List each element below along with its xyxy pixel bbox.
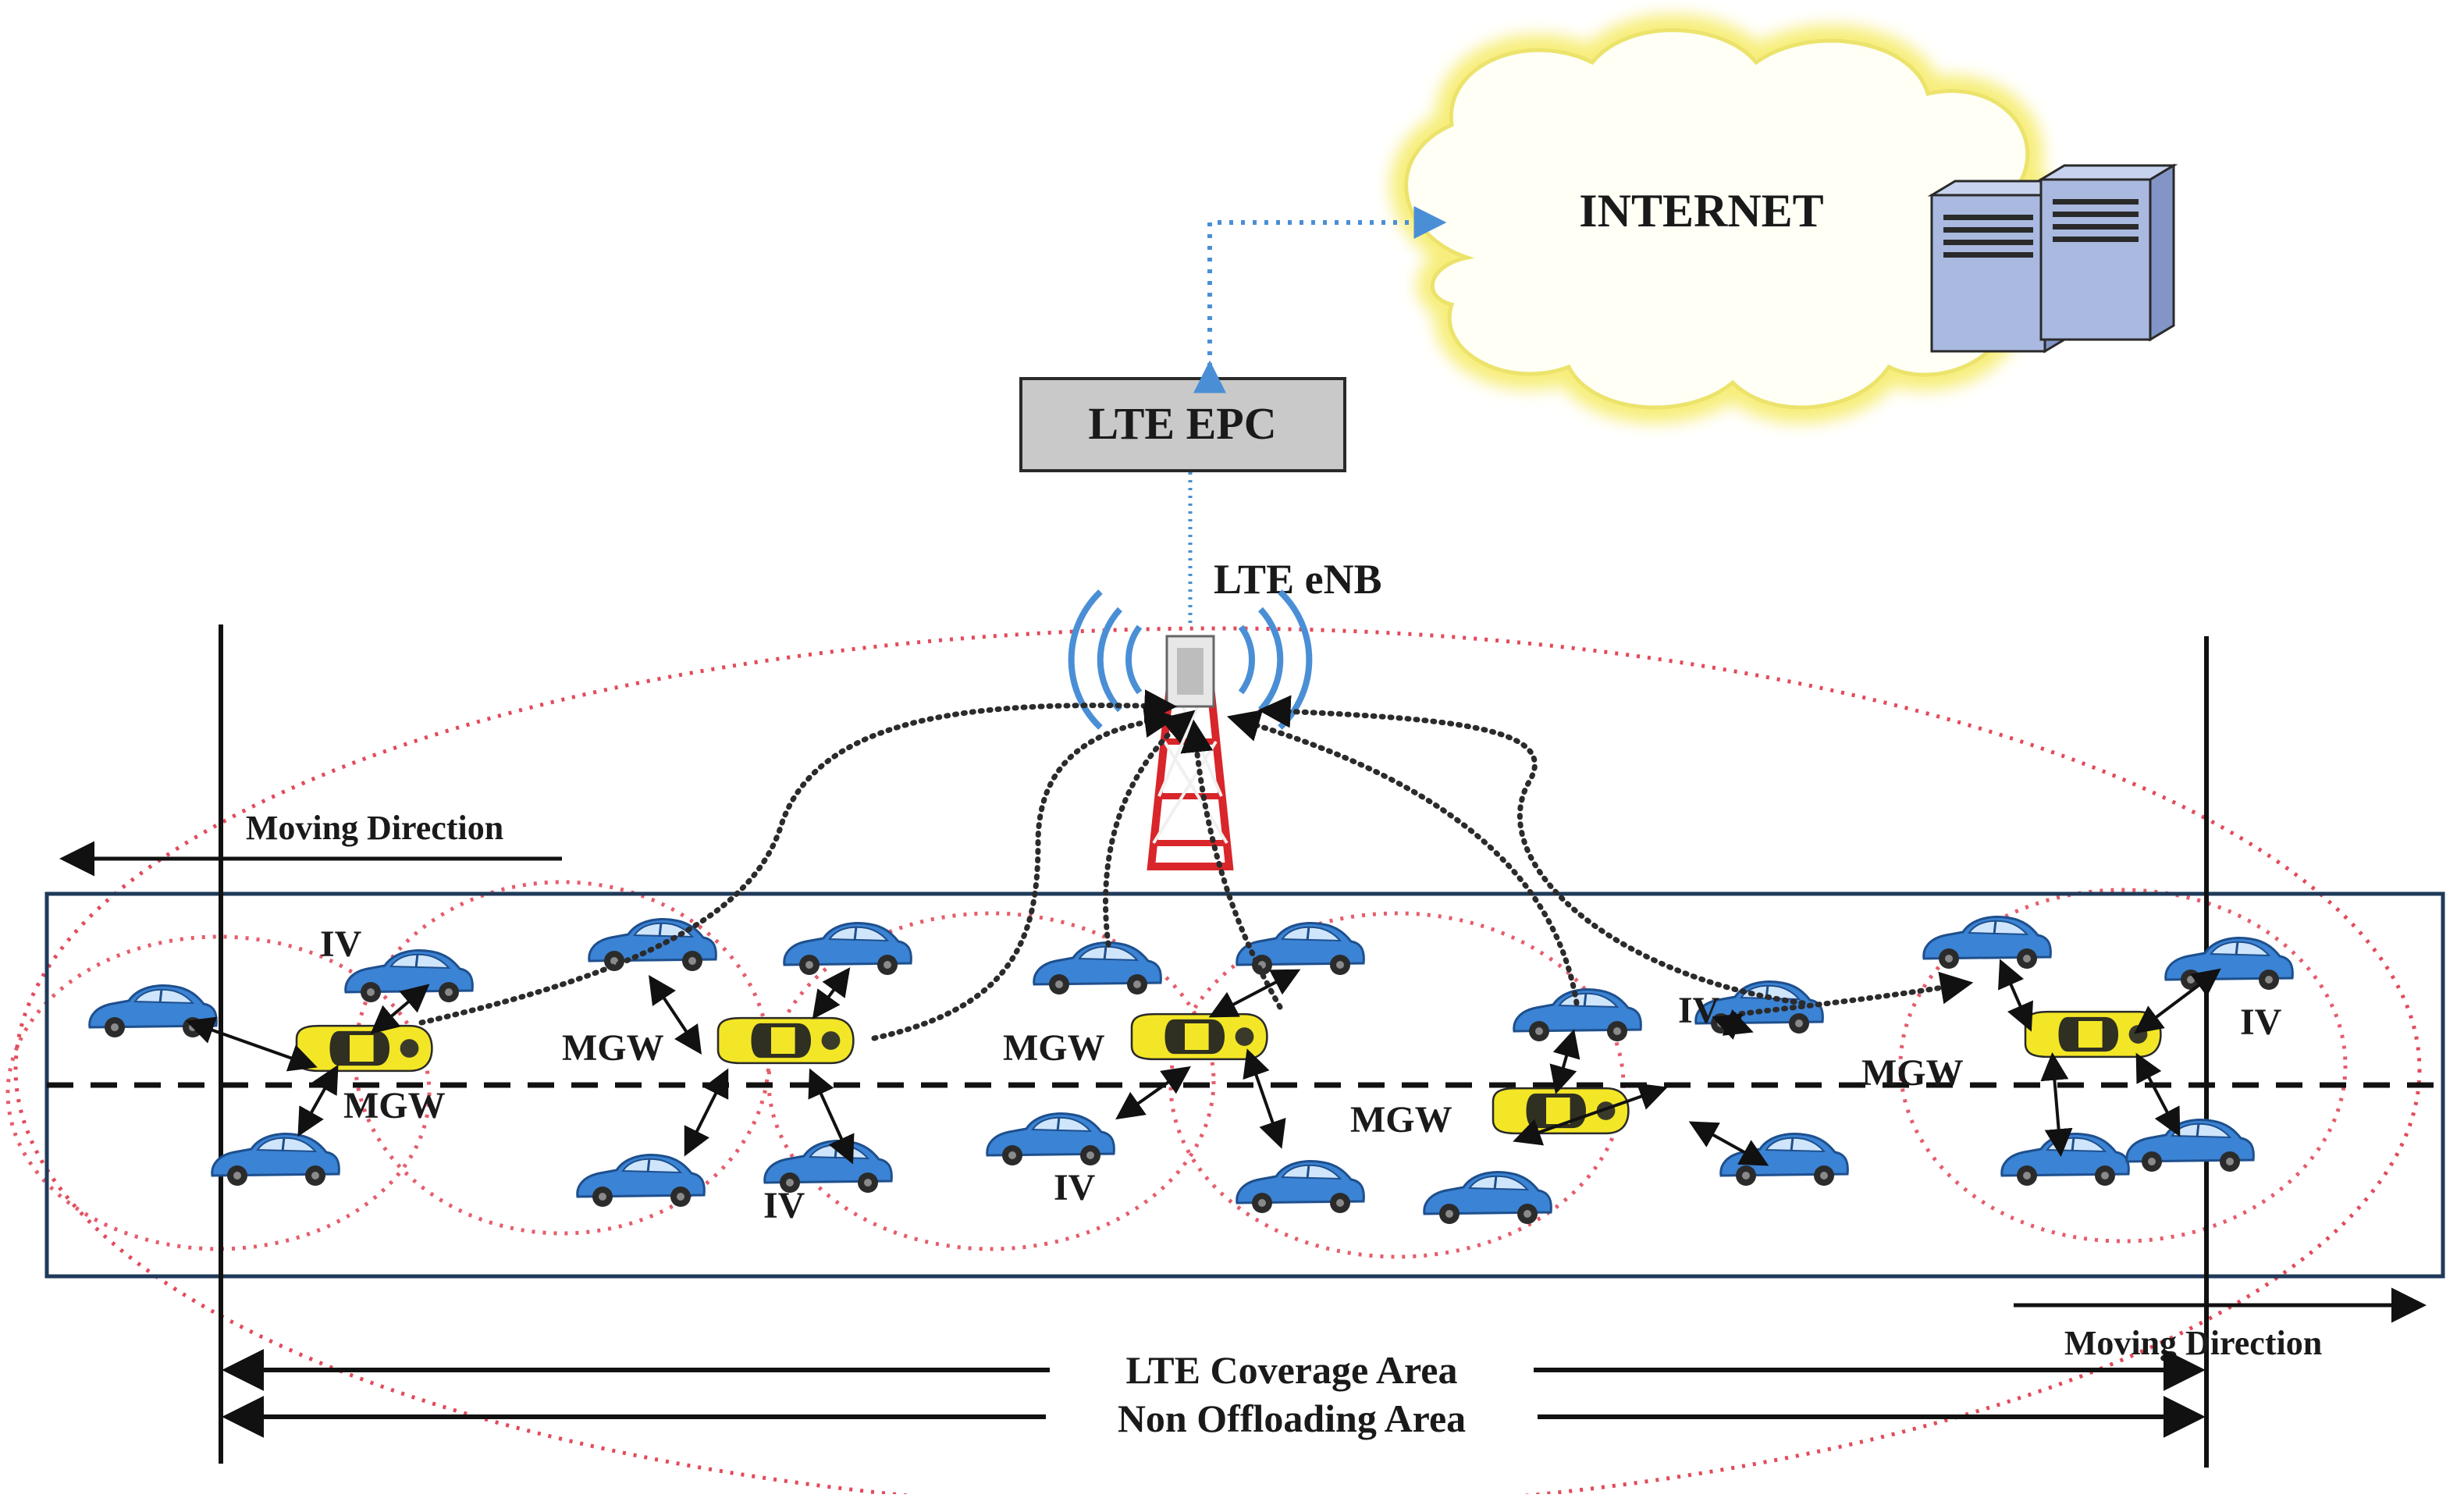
epc-internet-link bbox=[1193, 206, 1447, 393]
non-offloading-label-bg bbox=[1046, 1393, 1538, 1439]
v2v-arrow bbox=[812, 967, 851, 1019]
v2v-arrow bbox=[2135, 1052, 2181, 1137]
v2v-arrow bbox=[1513, 1083, 1668, 1146]
car-icon bbox=[88, 984, 218, 1039]
car-icon bbox=[2164, 937, 2294, 991]
car-icon bbox=[1236, 1160, 1365, 1215]
moving-direction-right-label: Moving Direction bbox=[2064, 1324, 2322, 1362]
signal-link bbox=[1226, 710, 1580, 1006]
lte-enb-label: LTE eNB bbox=[1214, 556, 1382, 603]
non-offloading-area-label: Non Offloading Area bbox=[1118, 1397, 1466, 1440]
v2v-arrow bbox=[1243, 1048, 1286, 1149]
car-icon bbox=[576, 1154, 706, 1208]
mgw-label: MGW bbox=[343, 1085, 446, 1126]
car-icon bbox=[344, 949, 474, 1004]
mgw-label: MGW bbox=[1350, 1099, 1452, 1140]
v2v-arrow bbox=[1688, 1121, 1769, 1166]
car-icon bbox=[1033, 941, 1162, 996]
mgw-label: MGW bbox=[1861, 1052, 1964, 1094]
car-icon bbox=[2000, 1133, 2130, 1187]
signal-link bbox=[871, 705, 1178, 1041]
iv-label: IV bbox=[1678, 990, 1720, 1031]
signal-link bbox=[1180, 719, 1283, 1010]
server-icon bbox=[2036, 163, 2178, 342]
cell-ellipse bbox=[5, 934, 432, 1251]
moving-direction-left-label: Moving Direction bbox=[246, 809, 503, 847]
v2v-arrow bbox=[297, 1064, 339, 1137]
cell-ellipse bbox=[766, 911, 1216, 1251]
iv-label: IV bbox=[320, 923, 362, 965]
car-icon bbox=[1719, 1133, 1849, 1187]
signal-link bbox=[1730, 971, 1974, 1018]
iv-label: IV bbox=[2240, 1002, 2282, 1043]
v2v-arrow bbox=[2134, 968, 2221, 1034]
v2v-arrow bbox=[1549, 1029, 1580, 1094]
v2v-arrow bbox=[1712, 1009, 1754, 1040]
car-icon bbox=[1130, 1012, 1268, 1061]
iv-label: IV bbox=[763, 1185, 805, 1226]
v2v-arrow bbox=[684, 1068, 729, 1157]
iv-label: IV bbox=[1054, 1167, 1096, 1208]
lte-epc-label: LTE EPC bbox=[1088, 398, 1276, 449]
car-icon bbox=[1423, 1171, 1552, 1226]
v2v-arrow bbox=[1115, 1066, 1191, 1120]
internet-label: INTERNET bbox=[1579, 185, 1823, 237]
lte-coverage-ellipse bbox=[13, 626, 2422, 1498]
v2v-arrow bbox=[649, 975, 702, 1055]
v2v-arrow bbox=[186, 1016, 318, 1072]
signal-link bbox=[1103, 710, 1196, 948]
mgw-label: MGW bbox=[1003, 1027, 1105, 1069]
car-icon bbox=[1236, 922, 1365, 977]
car-icon bbox=[1492, 1087, 1630, 1135]
car-icon bbox=[1922, 916, 2052, 970]
signal-link bbox=[418, 689, 1178, 1026]
v2v-arrow bbox=[370, 984, 430, 1034]
car-icon bbox=[211, 1133, 340, 1187]
car-icon bbox=[2024, 1010, 2162, 1059]
v2v-arrow bbox=[808, 1068, 855, 1165]
coverage-area-label: LTE Coverage Area bbox=[1126, 1348, 1458, 1392]
car-icon bbox=[1513, 988, 1642, 1043]
lte-epc-box bbox=[1019, 377, 1346, 472]
car-icon bbox=[295, 1024, 433, 1073]
v2v-arrow bbox=[1998, 959, 2033, 1032]
car-icon bbox=[986, 1112, 1115, 1167]
v2v-arrow bbox=[2040, 1051, 2073, 1158]
car-icon bbox=[716, 1016, 855, 1065]
mgw-label: MGW bbox=[562, 1027, 664, 1069]
signal-link bbox=[1257, 695, 1806, 1006]
coverage-label-bg bbox=[1050, 1344, 1534, 1391]
v2v-arrow bbox=[1208, 969, 1301, 1018]
car-icon bbox=[2125, 1119, 2255, 1173]
cell-ellipse bbox=[1898, 888, 2348, 1244]
